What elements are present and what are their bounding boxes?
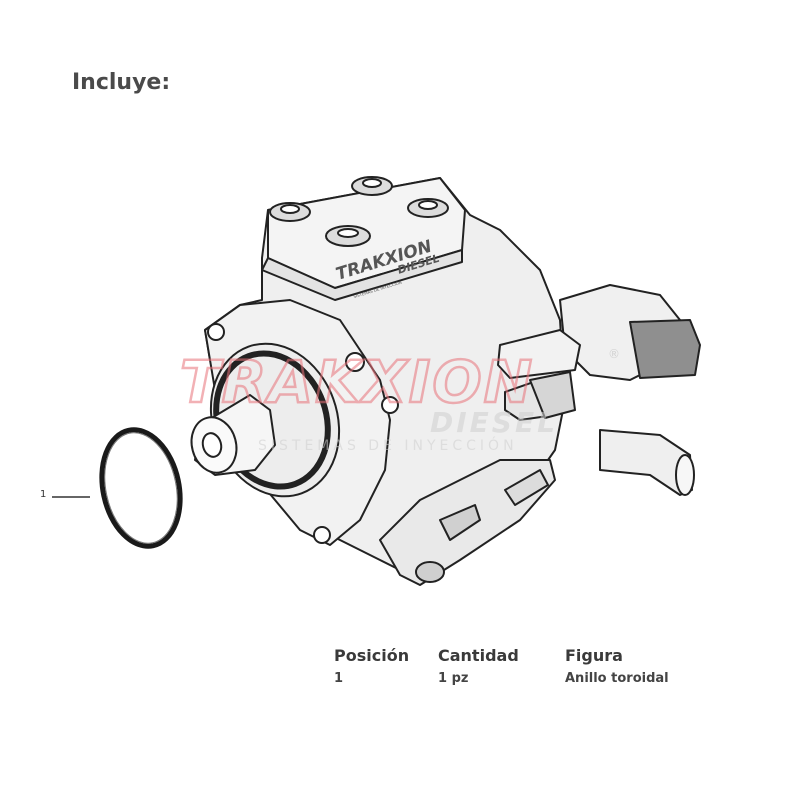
cell-posicion: 1 <box>334 671 344 686</box>
cell-cantidad: 1 pz <box>438 671 469 686</box>
header-cantidad: Cantidad <box>438 646 519 665</box>
watermark-mark: ® <box>608 347 620 361</box>
column-figura: Figura Anillo toroidal <box>565 646 669 686</box>
header-figura: Figura <box>565 646 623 665</box>
watermark-tagline: SISTEMAS DE INYECCIÓN <box>258 436 518 454</box>
header-posicion: Posición <box>334 646 410 665</box>
column-posicion: Posición 1 <box>334 646 409 686</box>
cell-figura: Anillo toroidal <box>565 671 669 686</box>
column-cantidad: Cantidad 1 pz <box>438 646 519 686</box>
brand-watermark: TRAKXION DIESEL ® SISTEMAS DE INYECCIÓN <box>179 347 620 454</box>
o-ring <box>99 427 183 549</box>
watermark-sub: DIESEL <box>430 406 558 439</box>
watermark-brand: TRAKXION <box>180 348 534 416</box>
page-heading: Incluye: <box>72 70 171 95</box>
callout-number: 1 <box>40 489 47 500</box>
